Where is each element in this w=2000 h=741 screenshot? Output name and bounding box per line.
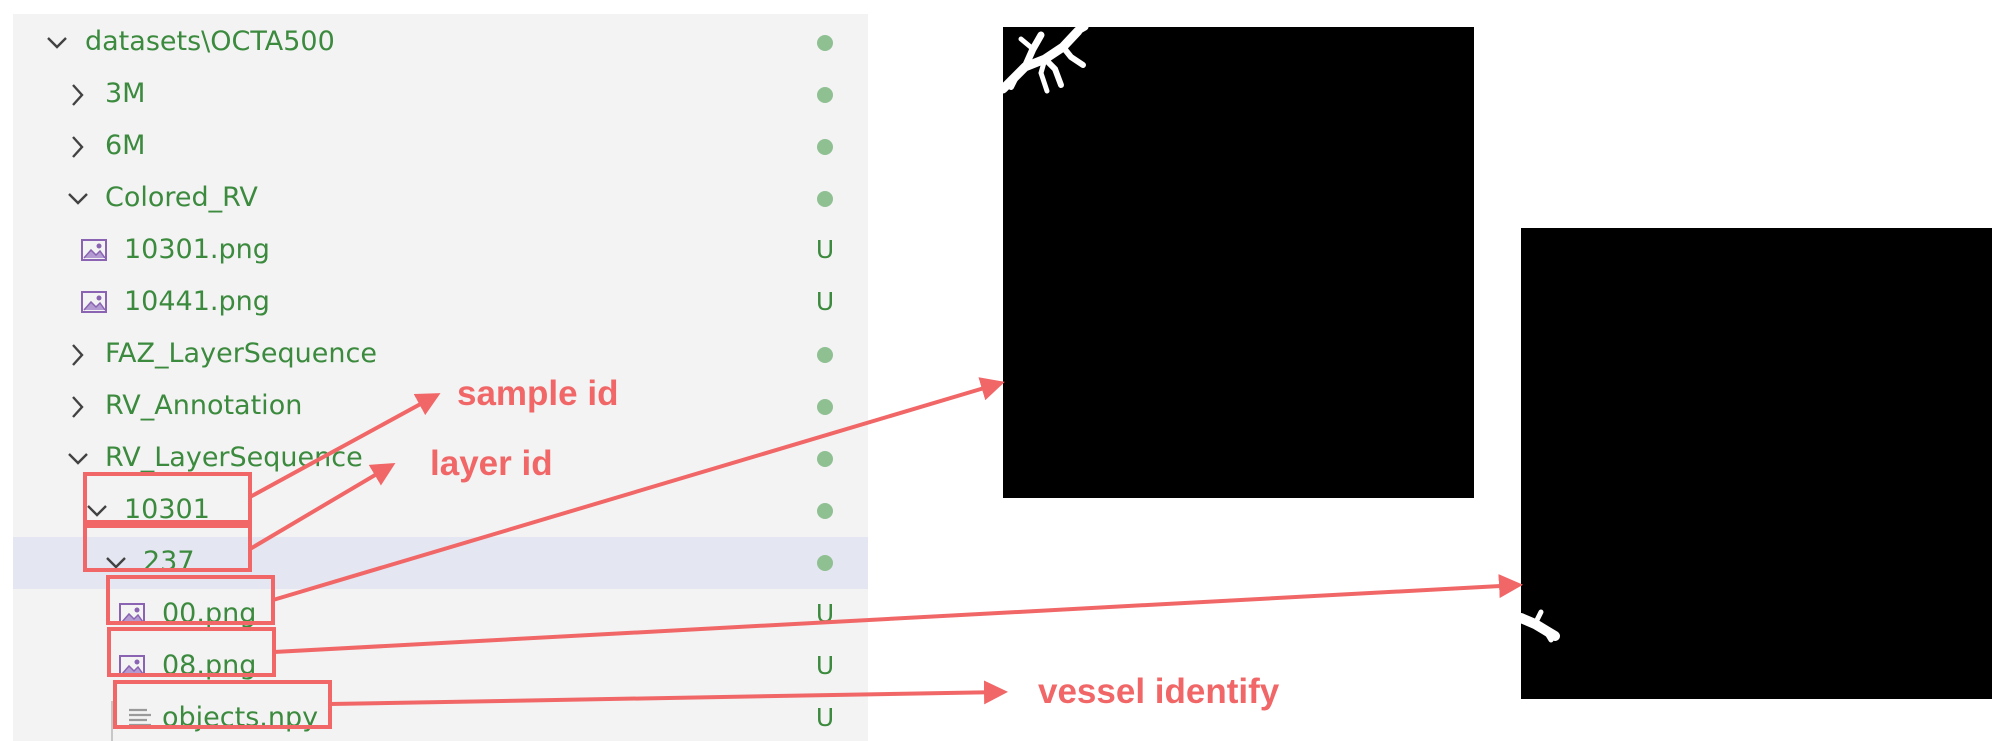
chevron-down-icon xyxy=(64,444,92,474)
tree-item-label: RV_Annotation xyxy=(105,390,303,421)
chevron-down-icon xyxy=(64,184,92,214)
status-dot xyxy=(817,35,833,51)
status-dot xyxy=(817,139,833,155)
tree-item-237-folder[interactable]: 237 xyxy=(13,537,868,589)
highlight-box-00-png xyxy=(106,575,275,625)
tree-item-label: datasets\OCTA500 xyxy=(85,26,335,57)
indent-guide xyxy=(111,701,113,741)
tree-item-label: Colored_RV xyxy=(105,182,258,213)
chevron-right-icon xyxy=(64,80,92,110)
mask-image-08 xyxy=(1521,228,1992,699)
status-badge: U xyxy=(815,235,835,264)
highlight-box-08-png xyxy=(107,627,276,677)
status-dot xyxy=(817,451,833,467)
tree-item-3m[interactable]: 3M xyxy=(13,69,868,121)
tree-item-rv-annotation[interactable]: RV_Annotation xyxy=(13,381,868,433)
status-badge: U xyxy=(815,703,835,732)
chevron-right-icon xyxy=(64,392,92,422)
file-explorer: datasets\OCTA500 3M 6M Colored_RV 10301.… xyxy=(13,14,868,741)
mask-image-00 xyxy=(1003,27,1474,498)
highlight-box-objects-npy xyxy=(113,680,332,729)
status-dot xyxy=(817,503,833,519)
arrow-to-mask-00 xyxy=(272,377,1005,602)
tree-item-label: 6M xyxy=(105,130,146,161)
tree-item-10301-png[interactable]: 10301.png U xyxy=(13,225,868,277)
image-file-icon xyxy=(80,289,110,317)
chevron-down-icon xyxy=(102,548,130,578)
vessel-mask-08 xyxy=(1521,609,1560,643)
tree-item-label: 3M xyxy=(105,78,146,109)
chevron-down-icon xyxy=(43,28,71,58)
status-dot xyxy=(817,191,833,207)
tree-item-6m[interactable]: 6M xyxy=(13,121,868,173)
tree-item-10301-folder[interactable]: 10301 xyxy=(13,485,868,537)
tree-item-label: 10441.png xyxy=(124,286,270,317)
status-dot xyxy=(817,399,833,415)
vessel-mask-00 xyxy=(1003,27,1089,94)
tree-item-faz-layersequence[interactable]: FAZ_LayerSequence xyxy=(13,329,868,381)
image-file-icon xyxy=(80,237,110,265)
status-dot xyxy=(817,347,833,363)
annotation-vessel-identify: vessel identify xyxy=(1038,672,1280,711)
tree-item-octa500[interactable]: datasets\OCTA500 xyxy=(13,17,868,69)
status-dot xyxy=(817,87,833,103)
tree-item-label: 10301 xyxy=(124,494,210,525)
chevron-down-icon xyxy=(83,496,111,526)
arrow-sample-id xyxy=(249,393,441,499)
tree-item-label: 10301.png xyxy=(124,234,270,265)
arrow-vessel-identify xyxy=(329,680,1008,706)
status-dot xyxy=(817,555,833,571)
tree-item-10441-png[interactable]: 10441.png U xyxy=(13,277,868,329)
annotation-layer-id: layer id xyxy=(430,444,553,483)
status-badge: U xyxy=(815,651,835,680)
tree-item-colored-rv[interactable]: Colored_RV xyxy=(13,173,868,225)
chevron-right-icon xyxy=(64,340,92,370)
chevron-right-icon xyxy=(64,132,92,162)
status-badge: U xyxy=(815,287,835,316)
arrow-layer-id xyxy=(248,462,396,551)
highlight-box-sample-folder xyxy=(83,472,252,524)
annotation-sample-id: sample id xyxy=(457,374,619,413)
tree-item-label: FAZ_LayerSequence xyxy=(105,338,377,369)
image-file-icon xyxy=(118,601,148,629)
arrow-to-mask-08 xyxy=(273,574,1523,654)
highlight-box-layer-folder xyxy=(83,524,252,572)
